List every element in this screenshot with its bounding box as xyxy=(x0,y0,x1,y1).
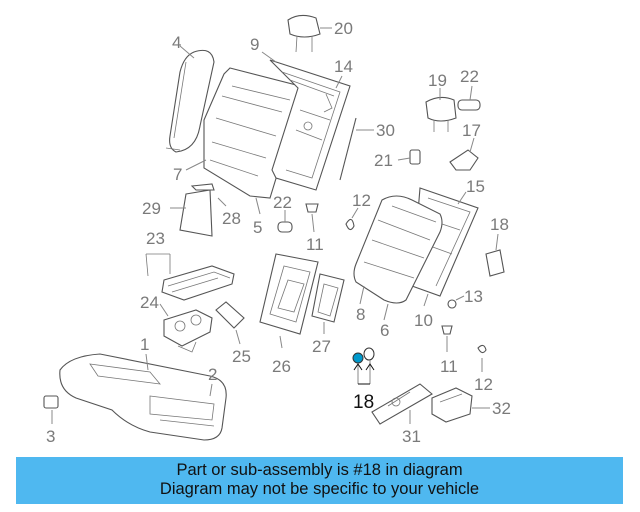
part-11-clip-lower: 11 xyxy=(440,325,458,376)
part-25-cupholder: 24 xyxy=(140,293,213,353)
callout-15: 15 xyxy=(466,177,485,196)
part-24-armrest-box: 23 xyxy=(145,229,235,301)
callout-23: 25 xyxy=(232,347,251,366)
callout-24: 23 xyxy=(146,229,165,248)
callout-21: 21 xyxy=(374,151,393,170)
callout-9: 9 xyxy=(250,35,259,54)
part-16-bracket: 18 xyxy=(485,215,509,277)
part-19-headrest: 19 xyxy=(425,71,457,132)
callout-32: 32 xyxy=(492,399,511,418)
callout-13: 13 xyxy=(464,287,483,306)
part-23-trim: 25 xyxy=(215,301,251,366)
callout-30: 30 xyxy=(376,121,395,140)
part-30-rod: 30 xyxy=(339,117,395,181)
callout-5: 5 xyxy=(253,218,262,237)
callout-25: 24 xyxy=(140,293,159,312)
callout-18: 18 xyxy=(353,392,374,413)
part-21-bolt: 21 xyxy=(374,149,421,170)
part-17-latch: 17 xyxy=(449,121,481,171)
part-20-headrest: 20 xyxy=(287,14,353,53)
callout-22a: 22 xyxy=(273,193,292,212)
callout-11b: 11 xyxy=(440,357,458,376)
callout-2: 2 xyxy=(208,365,217,384)
part-info-banner: Part or sub-assembly is #18 in diagram D… xyxy=(16,457,623,504)
banner-line-2: Diagram may not be specific to your vehi… xyxy=(159,480,480,498)
part-22-guide: 22 xyxy=(457,67,481,111)
callout-3: 3 xyxy=(46,427,55,446)
callout-29: 29 xyxy=(142,199,161,218)
callout-11a: 11 xyxy=(306,235,324,254)
part-11-clip: 11 xyxy=(305,203,324,254)
part-27-bracket: 27 xyxy=(311,273,345,356)
callout-22b: 22 xyxy=(460,67,479,86)
part-31-bracket: 31 xyxy=(371,383,433,446)
banner-line-1: Part or sub-assembly is #18 in diagram xyxy=(176,461,463,479)
part-8-seat-back-cushion-right: 8 6 10 xyxy=(353,195,443,340)
callout-27: 27 xyxy=(312,337,331,356)
part-4-side-bolster: 4 xyxy=(165,33,215,153)
callout-14: 14 xyxy=(334,57,353,76)
part-12-clip-lower: 12 xyxy=(474,344,493,394)
callout-4: 4 xyxy=(172,33,181,52)
callout-10: 10 xyxy=(414,311,433,330)
callout-1: 1 xyxy=(140,335,149,354)
part-18-highlighted: 18 xyxy=(352,347,375,413)
callout-20: 20 xyxy=(334,19,353,38)
callout-12b: 12 xyxy=(474,375,493,394)
callout-28: 28 xyxy=(222,209,241,228)
callout-26: 26 xyxy=(272,357,291,376)
callout-16: 18 xyxy=(490,215,509,234)
seat-parts-exploded-diagram: 20 4 7 5 9 14 30 xyxy=(43,14,511,446)
callout-8: 8 xyxy=(356,305,365,324)
part-26-frame: 26 xyxy=(259,253,319,376)
part-14-seat-back-frame: 9 14 xyxy=(250,35,353,191)
callout-31: 31 xyxy=(402,427,421,446)
part-12-clip: 12 xyxy=(345,191,371,231)
part-22-bushing: 22 xyxy=(273,193,293,233)
callout-6: 6 xyxy=(380,321,389,340)
callout-17: 17 xyxy=(462,121,481,140)
part-3-clip: 3 xyxy=(43,395,59,446)
part-32-module: 32 xyxy=(431,387,511,423)
part-1-seat-cushion: 1 2 xyxy=(59,335,227,441)
callout-12a: 12 xyxy=(352,191,371,210)
callout-7: 7 xyxy=(173,165,182,184)
part-13-screw: 13 xyxy=(447,287,483,309)
callout-19: 19 xyxy=(428,71,447,90)
part-29-panel: 29 28 xyxy=(142,183,241,237)
